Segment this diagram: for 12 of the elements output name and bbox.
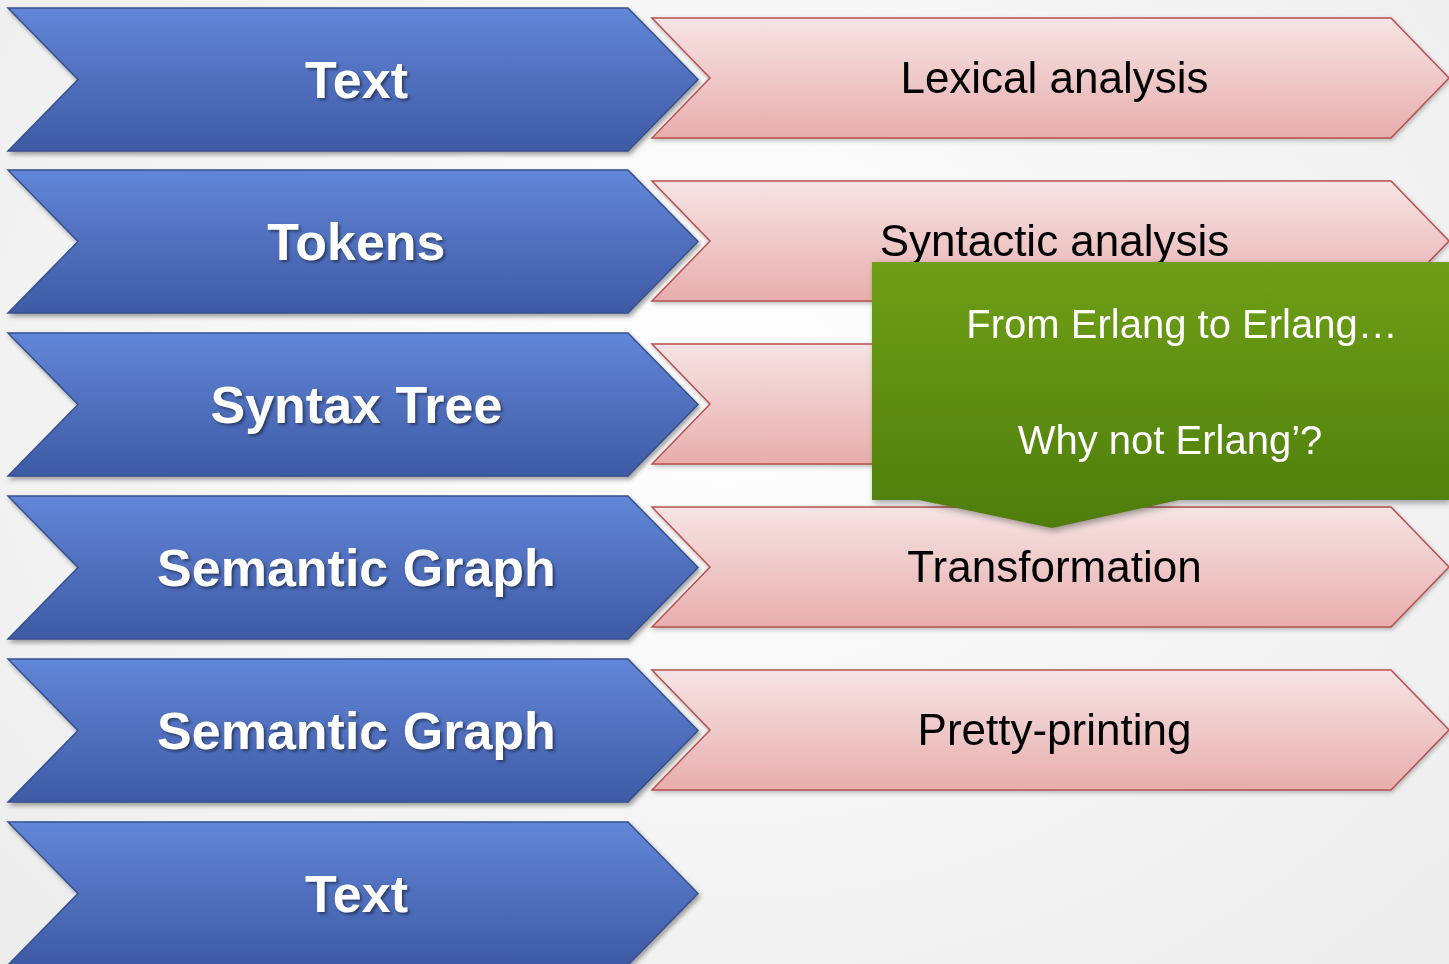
stage-label: Semantic Graph bbox=[157, 700, 556, 761]
callout-text: From Erlang to Erlang… bbox=[966, 301, 1398, 347]
stage-label: Semantic Graph bbox=[157, 537, 556, 598]
stage-label: Transformation bbox=[907, 542, 1202, 592]
stage-label: Text bbox=[304, 49, 408, 110]
stage-label: Syntactic analysis bbox=[879, 216, 1230, 266]
stage-label: Pretty-printing bbox=[917, 705, 1192, 755]
callout-text: Why not Erlang’? bbox=[1017, 417, 1323, 463]
stage-label: Lexical analysis bbox=[900, 53, 1209, 103]
stage-label: Syntax Tree bbox=[210, 374, 503, 435]
stage-label: Tokens bbox=[267, 211, 446, 272]
stage-label: Text bbox=[304, 863, 408, 924]
